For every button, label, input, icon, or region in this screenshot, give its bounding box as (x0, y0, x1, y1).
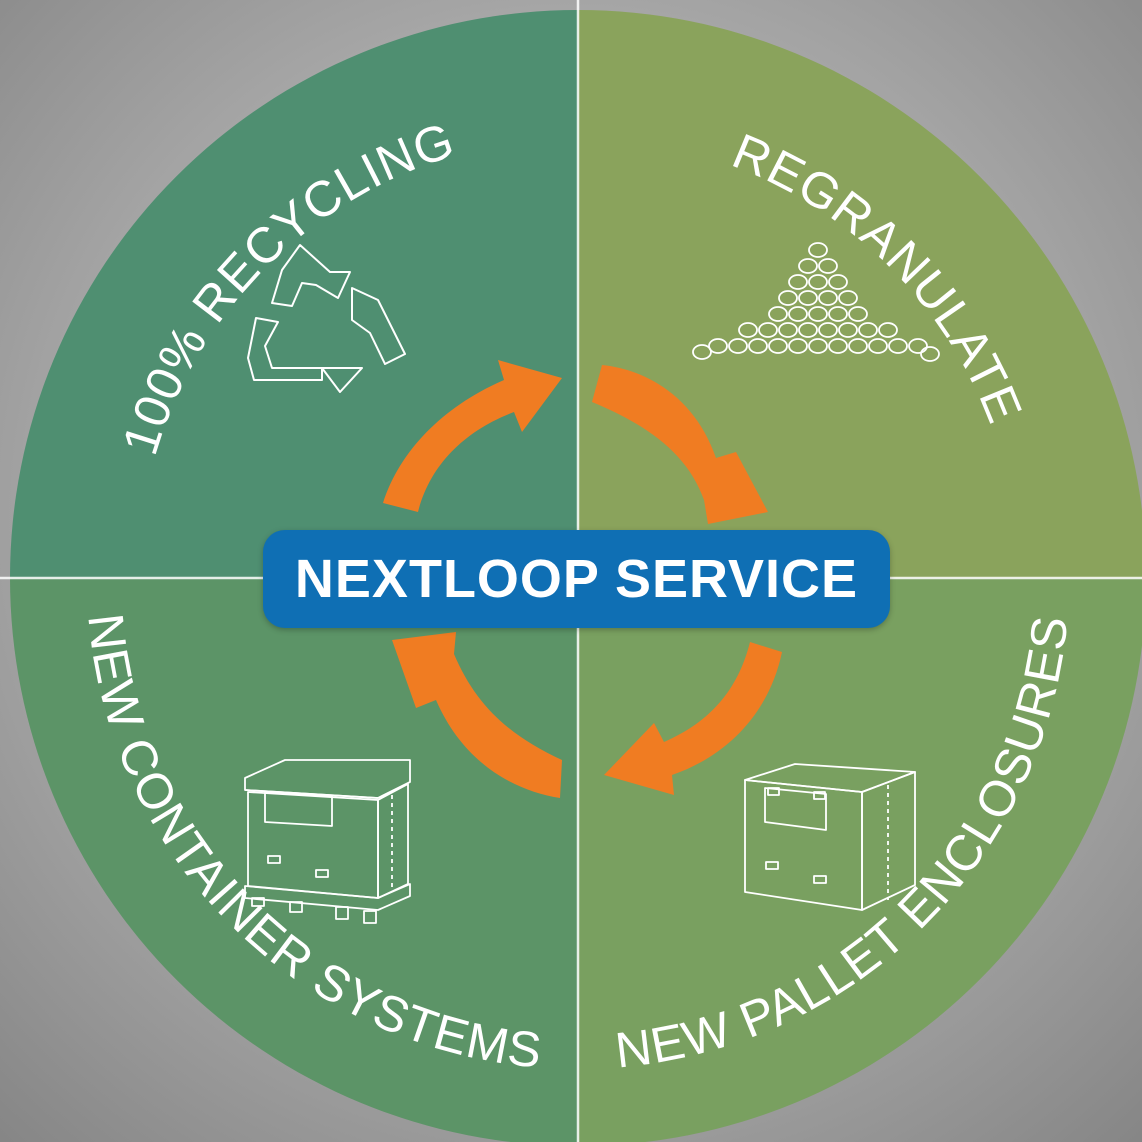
pallet-enclosure-icon (744, 763, 916, 911)
nextloop-service-badge: NEXTLOOP SERVICE (263, 530, 890, 628)
arrow-top-left (383, 360, 562, 512)
arrow-top-right (592, 365, 768, 524)
pallet-container-icon (244, 759, 411, 924)
arrow-bottom-right (604, 642, 782, 795)
arrow-bottom-left (392, 632, 562, 798)
cycle-arrows (383, 360, 782, 798)
granules-icon (692, 242, 940, 362)
recycle-icon (247, 244, 406, 393)
